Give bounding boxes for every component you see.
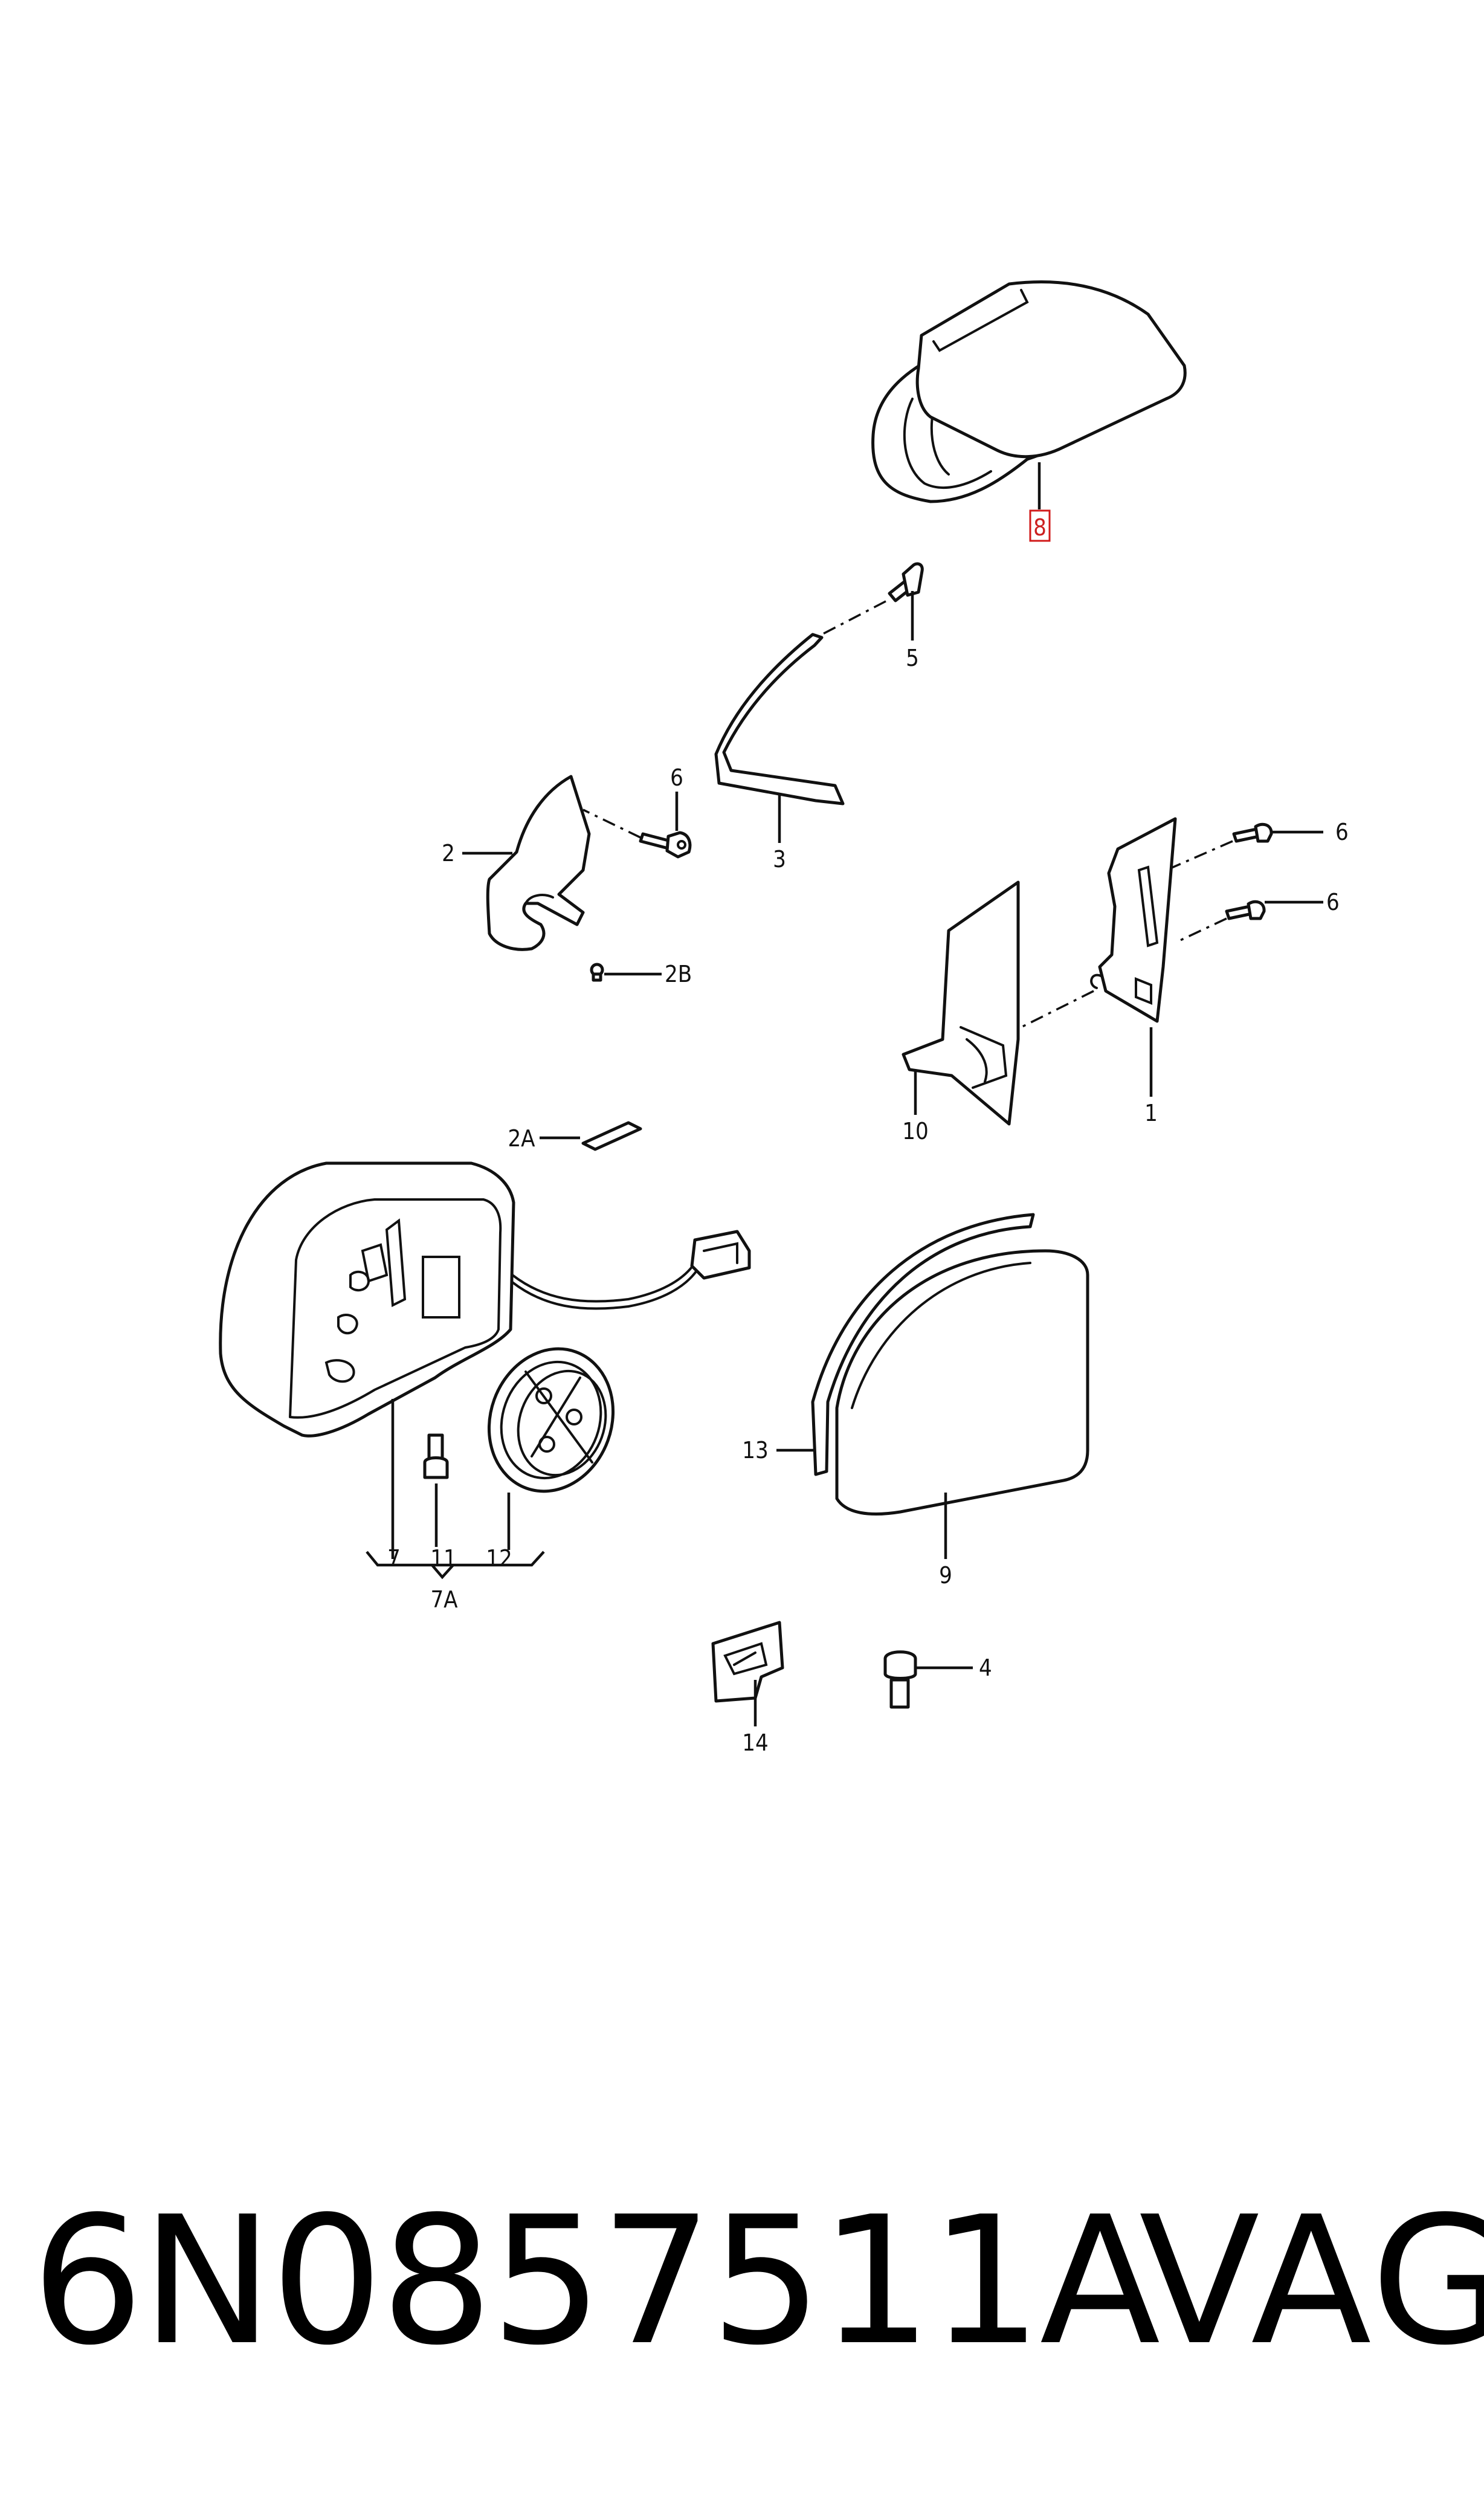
- part-13-seal: [776, 1213, 1035, 1476]
- part-11-screw: [423, 1433, 449, 1547]
- callout-3: 3: [773, 846, 786, 873]
- callout-4: 4: [979, 1654, 992, 1681]
- part-7a-group-bracket: [366, 1551, 545, 1580]
- part-8-mirror-cover: [871, 280, 1187, 509]
- callout-13: 13: [742, 1437, 769, 1464]
- part-2-bracket: [462, 775, 591, 951]
- callout-11: 11: [430, 1545, 457, 1572]
- callout-5: 5: [906, 645, 919, 671]
- part-2a-adhesive-pad: [540, 1121, 642, 1151]
- part-10-inner-panel: [902, 880, 1020, 1126]
- callout-14: 14: [742, 1729, 769, 1756]
- part-6-screw-b: [1166, 822, 1323, 871]
- callout-8: 8: [1033, 514, 1047, 541]
- callout-2b: 2B: [665, 961, 692, 987]
- part-7-mirror-housing: [219, 1161, 751, 1559]
- part-6-screw-c: [1175, 900, 1323, 944]
- callout-10: 10: [902, 1118, 929, 1144]
- part-2b-screw: [590, 963, 662, 982]
- part-14-clip: [711, 1621, 784, 1726]
- part-3-trim-strip: [714, 633, 845, 843]
- part-1-mounting-plate: [1021, 817, 1177, 1097]
- callout-6-right-upper: 6: [1335, 819, 1349, 845]
- part-9-mirror-glass: [835, 1249, 1089, 1559]
- callout-9: 9: [939, 1562, 952, 1589]
- part-number-label: 6N0857511A: [31, 2178, 1160, 2384]
- brand-label: VAG: [1139, 2178, 1484, 2384]
- callout-7a: 7A: [430, 1586, 458, 1613]
- callout-2a: 2A: [508, 1125, 535, 1152]
- callout-7: 7: [387, 1545, 401, 1572]
- callout-2: 2: [442, 840, 455, 867]
- callout-1: 1: [1144, 1100, 1158, 1126]
- part-12-adjustment-motor: [487, 1347, 615, 1550]
- callout-6-right-lower: 6: [1326, 889, 1340, 915]
- callout-6-upper: 6: [670, 764, 683, 791]
- part-5-screw: [821, 562, 924, 641]
- part-6-screw-a: [582, 792, 692, 859]
- callout-12: 12: [486, 1545, 512, 1572]
- highlight-box-8: [1029, 509, 1051, 542]
- part-4-bolt: [883, 1650, 973, 1709]
